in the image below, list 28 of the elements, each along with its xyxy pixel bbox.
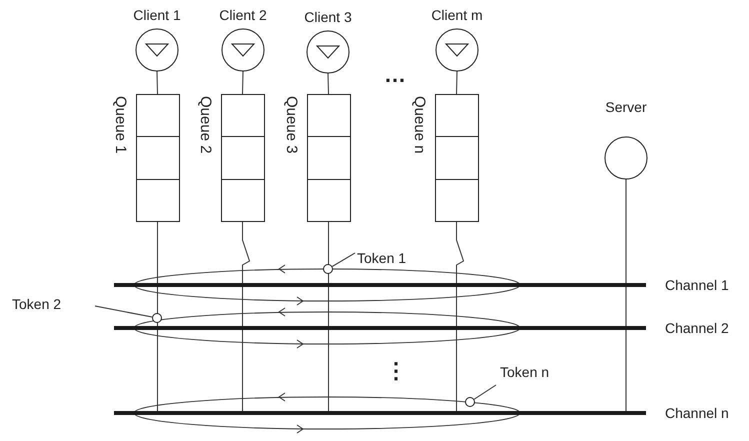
connector-line (456, 70, 458, 94)
connector-line (328, 220, 329, 412)
connector-line (156, 70, 158, 94)
client-label: Client 3 (303, 9, 353, 25)
server-label: Server (604, 99, 648, 115)
ellipsis-mark: … (384, 64, 406, 86)
leader-line (332, 252, 356, 267)
queue-label: Queue 3 (283, 96, 299, 154)
leader-line (474, 384, 496, 400)
token-label: Token 1 (357, 250, 406, 266)
queue-label: Queue n (411, 96, 427, 154)
queue-label: Queue 2 (197, 96, 213, 154)
client-label: Client m (430, 7, 484, 23)
token-label: Token 2 (12, 296, 62, 312)
channel-label: Channel n (665, 405, 729, 421)
connector-line (157, 220, 158, 412)
vertical-ellipsis-mark: ⋮ (385, 360, 407, 382)
connector-line (242, 70, 244, 94)
leader-line (94, 306, 153, 318)
channel-label: Channel 1 (665, 277, 729, 293)
client-label: Client 1 (132, 7, 182, 23)
token-label: Token n (500, 364, 550, 380)
switch-line (456, 220, 464, 412)
switch-line (242, 220, 250, 412)
channel-label: Channel 2 (665, 320, 729, 336)
connector-line (328, 72, 329, 94)
client-label: Client 2 (218, 7, 268, 23)
queue-label: Queue 1 (112, 96, 128, 154)
